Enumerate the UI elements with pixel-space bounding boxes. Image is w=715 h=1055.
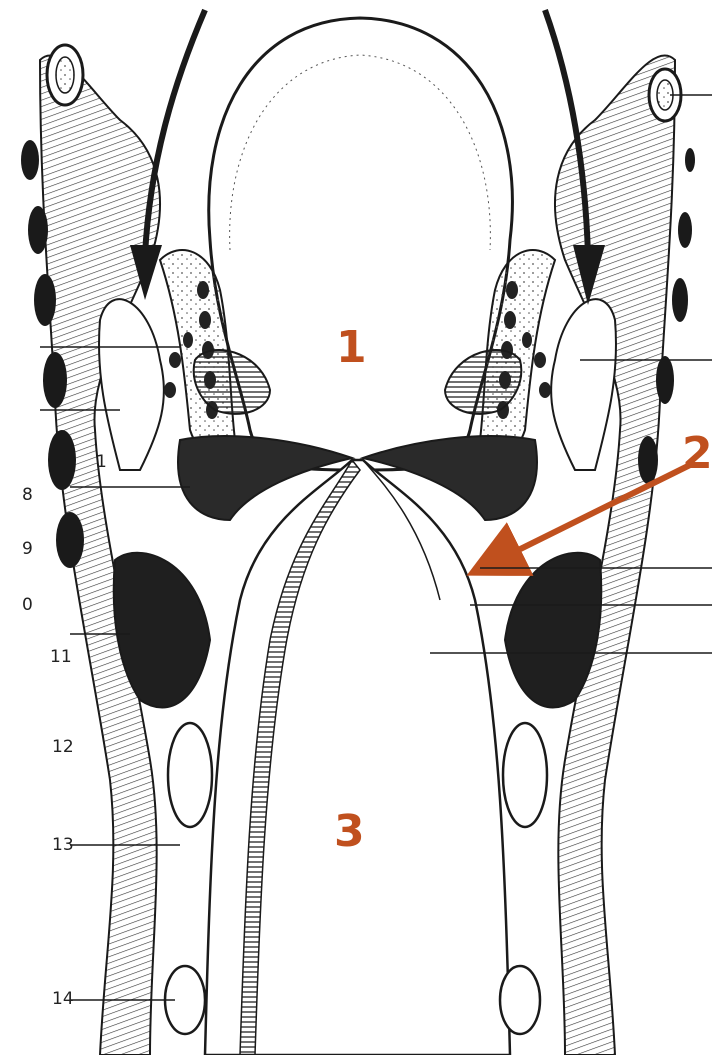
right-tracheal-ring-lower [500, 966, 540, 1034]
label-1-left: 1 [96, 452, 107, 472]
left-tracheal-ring-upper [168, 723, 212, 827]
label-arrow-2: 2 [682, 428, 713, 479]
right-tracheal-ring-upper [503, 723, 547, 827]
label-12: 12 [52, 737, 74, 757]
label-13: 13 [52, 835, 74, 855]
infraglottic-cavity [205, 460, 510, 1055]
label-10: 0 [22, 595, 33, 615]
label-cavity-bottom: 3 [334, 806, 365, 857]
label-11: 11 [50, 647, 72, 667]
label-cavity-top: 1 [336, 322, 367, 373]
label-8: 8 [22, 485, 33, 505]
label-9: 9 [22, 539, 33, 559]
label-14: 14 [52, 989, 74, 1009]
